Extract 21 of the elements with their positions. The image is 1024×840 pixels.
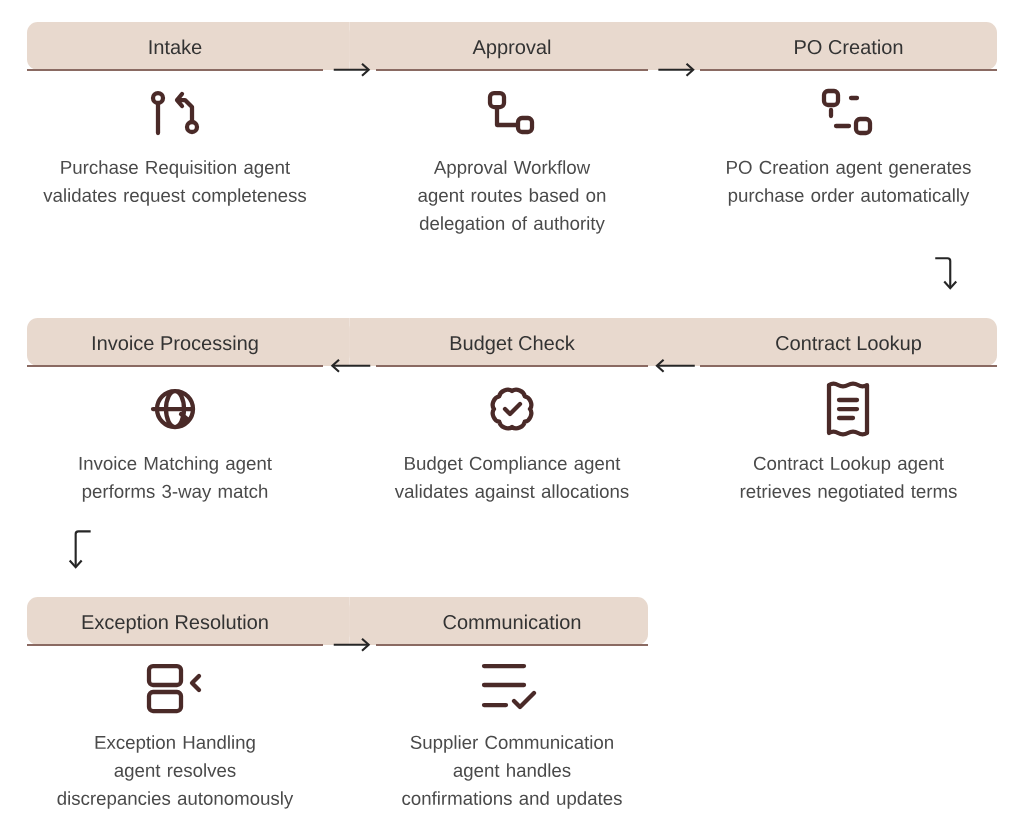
arrow xyxy=(655,358,695,373)
stage-heading: Intake xyxy=(149,39,202,55)
stage-heading: Communication xyxy=(443,614,581,630)
stage-description: Budget Compliance agent validates against allocations xyxy=(394,456,629,502)
stage-heading: PO Creation xyxy=(795,39,903,55)
arrow xyxy=(333,62,371,77)
stage-description: Purchase Requisition agent validates request completeness xyxy=(43,160,307,206)
stage-heading: Contract Lookup xyxy=(776,335,921,355)
stage-description: Exception Handling agent resolves discrepancies autonomously xyxy=(57,735,294,809)
stage-heading: Approval xyxy=(472,39,551,59)
stage-description: Approval Workflow agent routes based on delegation of authority xyxy=(418,160,606,234)
arrow xyxy=(658,62,695,77)
stage-description: Contract Lookup agent retrieves negotiated terms xyxy=(740,456,957,502)
stage-description: Invoice Matching agent performs 3-way match xyxy=(79,456,272,502)
stage-description: PO Creation agent generates purchase order automatically xyxy=(727,160,971,206)
arrow xyxy=(330,358,371,373)
arrow xyxy=(333,637,371,652)
stage-description: Supplier Communication agent handles confirmations and updates xyxy=(402,735,622,809)
stage-heading: Budget Check xyxy=(450,335,575,355)
stage-heading: Exception Resolution xyxy=(82,614,268,634)
stage-heading: Invoice Processing xyxy=(92,335,258,355)
